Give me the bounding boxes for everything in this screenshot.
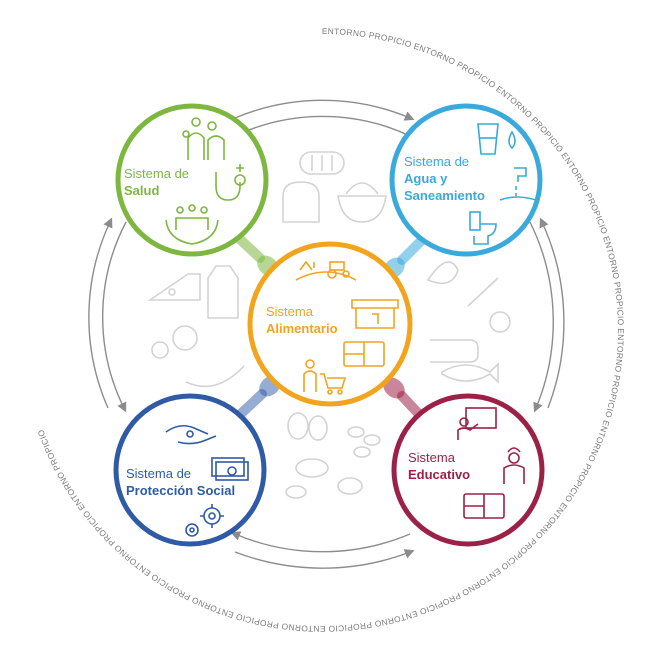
salud-line2: Salud: [124, 183, 159, 198]
system-agua: Sistema de Agua y Saneamiento: [389, 103, 543, 257]
teacher-board-icon: [457, 407, 497, 440]
system-social: Sistema de Protección Social: [113, 393, 267, 547]
agua-line2: Agua y: [404, 171, 448, 186]
alimentario-line2: Alimentario: [266, 321, 338, 336]
food-illustrations: [147, 151, 511, 499]
water-glass-icon: [477, 123, 499, 155]
school-meal-tray-icon: [463, 493, 505, 519]
vegetables-icon: [426, 261, 511, 333]
farm-tractor-icon: [295, 260, 357, 281]
protected-people-icon: [165, 204, 219, 245]
family-icon: [182, 117, 225, 160]
system-salud: Sistema de Salud: [115, 103, 269, 257]
helping-hands-icon: [165, 424, 217, 445]
meat-fish-icon: [430, 339, 499, 384]
gears-icon: [185, 504, 224, 537]
cook-icon: [503, 447, 525, 484]
milk-carton-icon: [207, 265, 239, 319]
toilet-icon: [469, 211, 497, 245]
legumes-icon: [285, 426, 381, 499]
educativo-line2: Educativo: [408, 467, 470, 482]
social-line1: Sistema de: [126, 466, 191, 481]
market-stall-icon: [351, 299, 399, 329]
agua-line1: Sistema de: [404, 154, 469, 169]
social-line2: Protección Social: [126, 483, 235, 498]
salud-line1: Sistema de: [124, 166, 189, 181]
agua-line3: Saneamiento: [404, 188, 485, 203]
system-educativo: Sistema Educativo: [391, 393, 545, 547]
fruits-icon: [151, 325, 245, 388]
shopper-cart-icon: [303, 359, 347, 395]
flow-arrows: [88, 99, 565, 569]
faucet-icon: [499, 167, 537, 201]
stethoscope-icon: [215, 164, 246, 201]
system-alimentario: Sistema Alimentario: [247, 241, 413, 407]
bread-icon: [282, 151, 345, 223]
banknotes-icon: [211, 457, 249, 481]
educativo-line1: Sistema: [408, 450, 456, 465]
water-drop-icon: [508, 130, 516, 150]
alimentario-line1: Sistema: [266, 304, 314, 319]
eggs-icon: [287, 412, 328, 441]
rice-bowl-icon: [337, 182, 387, 223]
food-tray-icon: [343, 341, 385, 367]
cheese-icon: [147, 273, 201, 301]
